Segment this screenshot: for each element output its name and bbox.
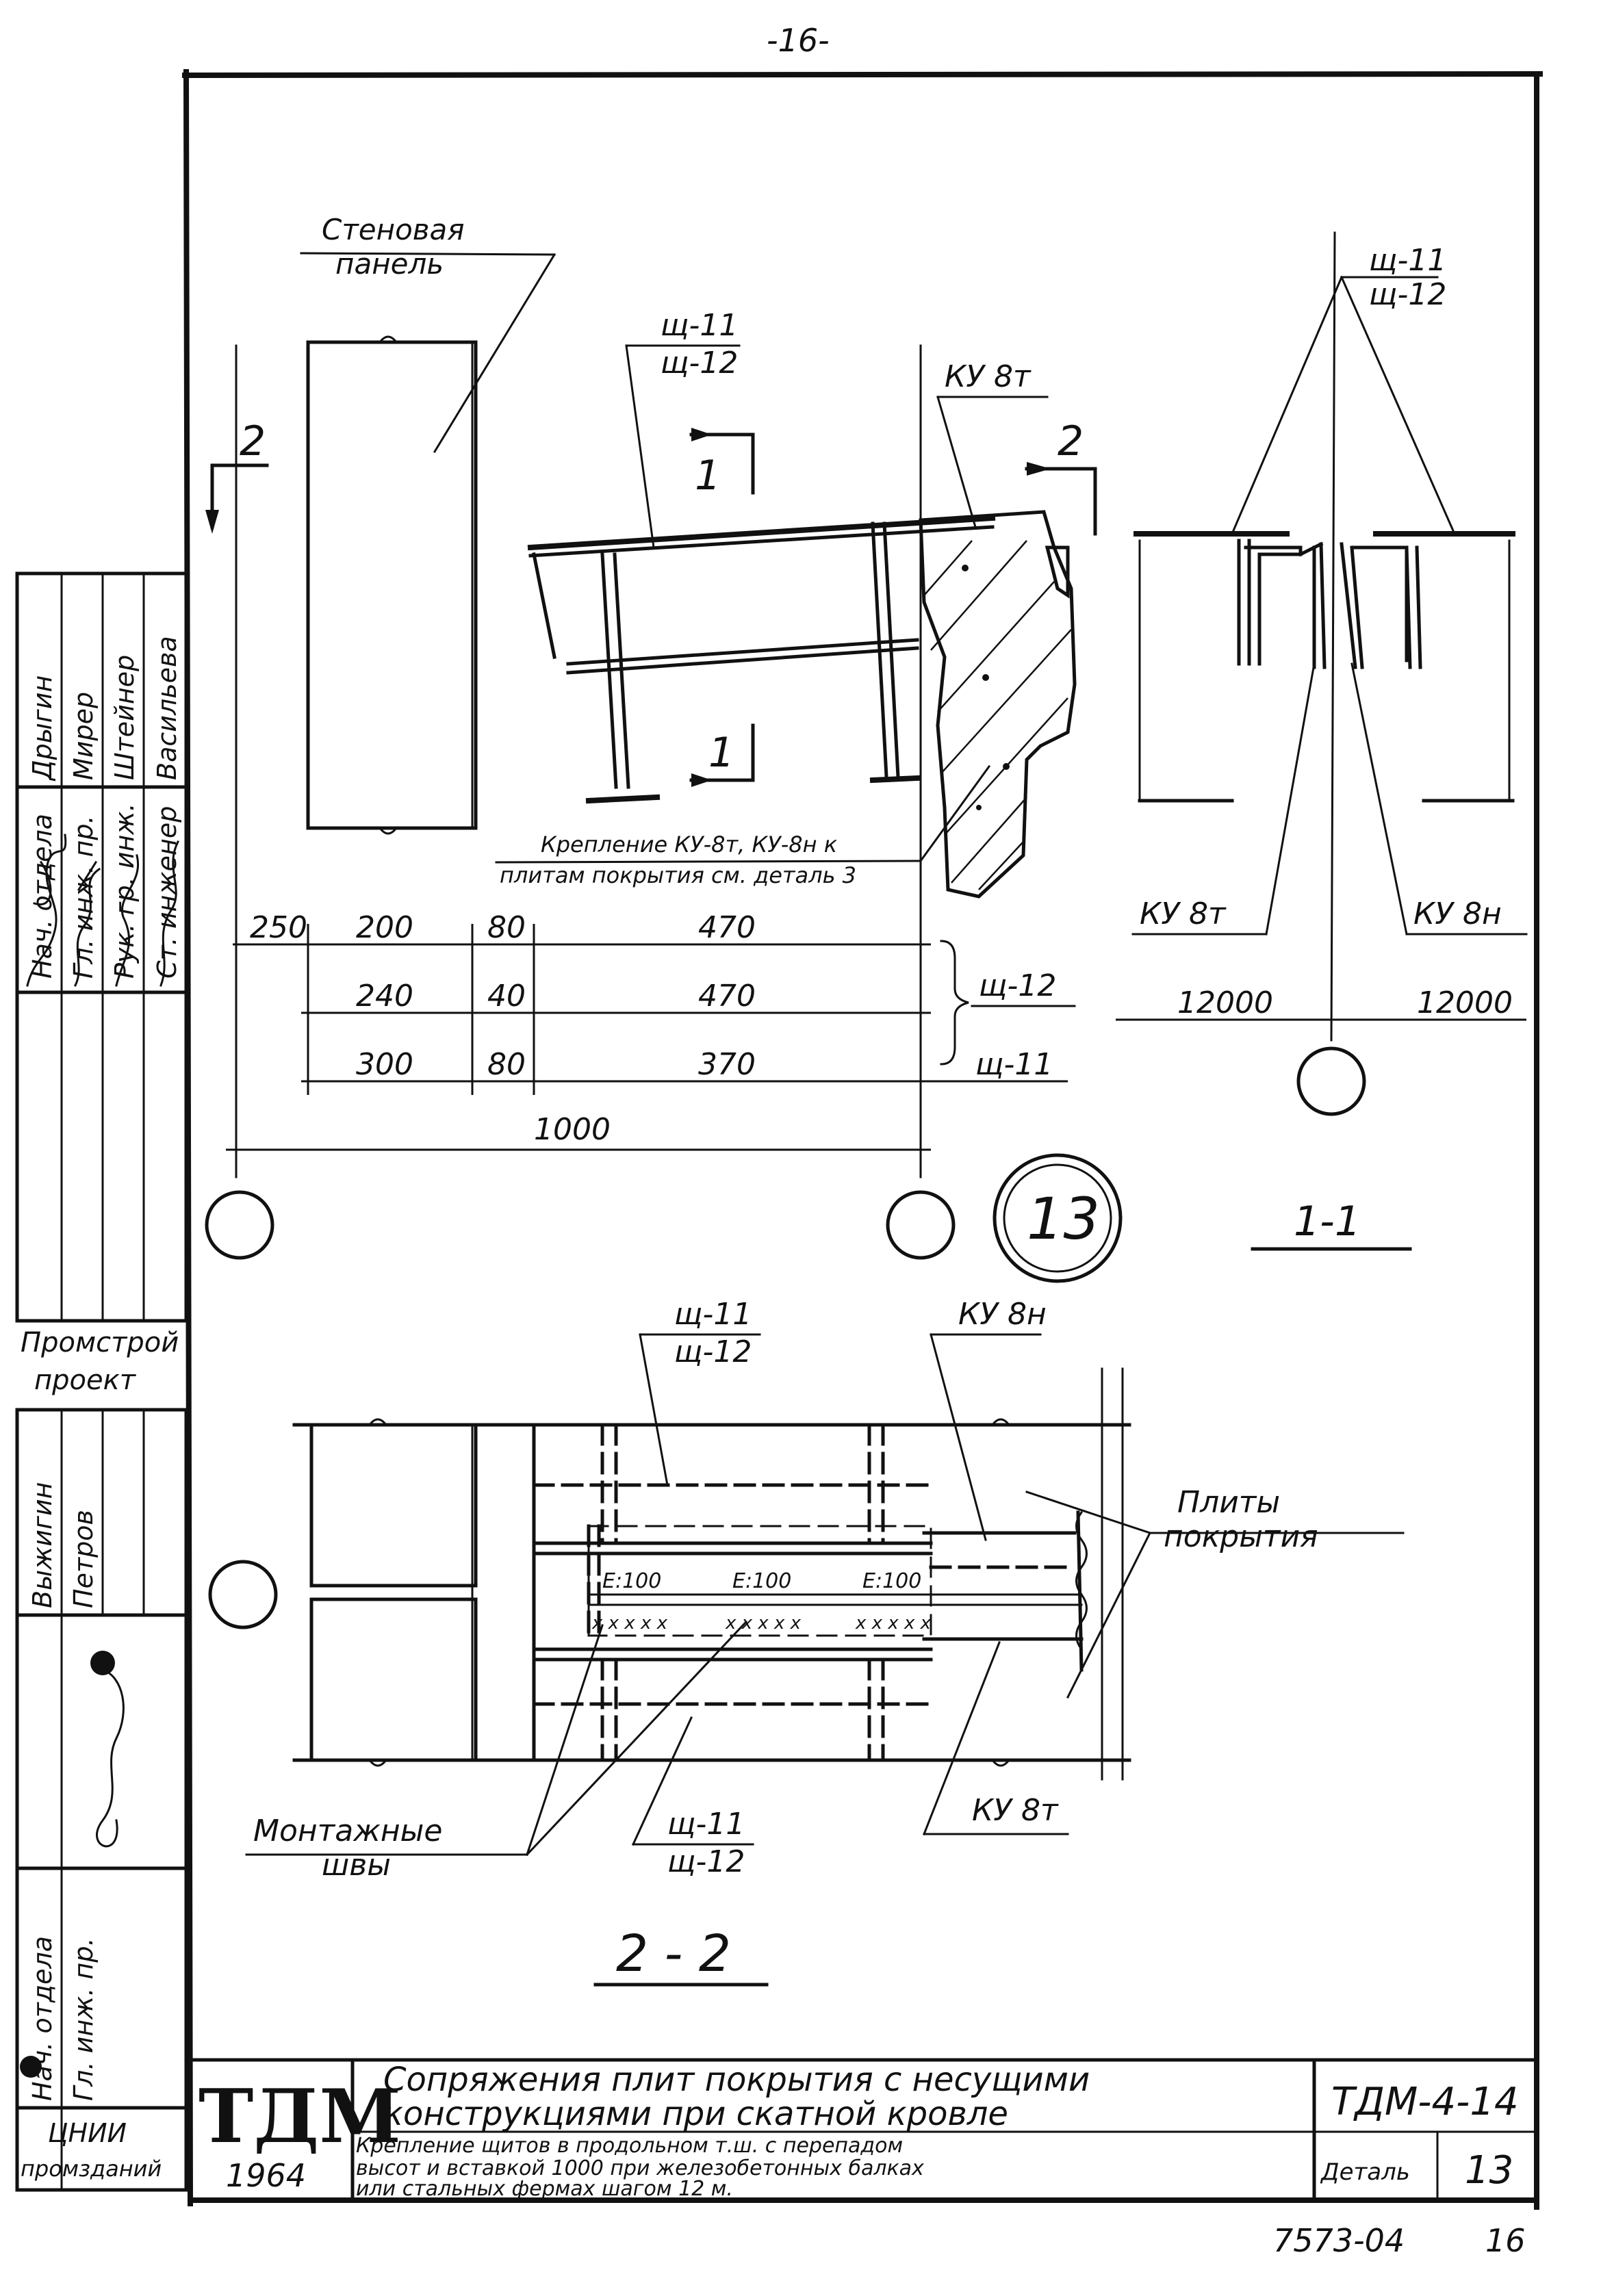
span-right: 12000 (1417, 985, 1513, 1020)
dim-1000: 1000 (534, 1112, 611, 1147)
row-tag-shch11: щ-11 (975, 1047, 1053, 1082)
slabs-label-2: покрытия (1164, 1519, 1318, 1554)
side-stamp: Нач. отдела Гл. инж. пр. Рук. гр. инж. С… (15, 571, 188, 2192)
role-3: Рук. гр. инж. (110, 803, 140, 979)
svg-text:x x x x x: x x x x x (591, 1613, 668, 1634)
name-4: Васильева (152, 636, 182, 780)
org-2: проект (34, 1365, 137, 1396)
org-1: Промстрой (21, 1327, 179, 1358)
plan-2-2: щ-11 щ-12 КУ 8н Е (208, 1297, 1405, 1987)
detail-label: Деталь (1320, 2158, 1410, 2186)
detail-number-marker: 13 (992, 1153, 1123, 1283)
axis-circle-plan (208, 1560, 278, 1629)
role-1: Нач. отдела (27, 814, 57, 979)
institute-1: ЦНИИ (48, 2118, 127, 2148)
plan-top-label-2: щ-12 (674, 1334, 752, 1369)
role-2: Гл. инж. пр. (68, 815, 99, 979)
section-title-1-1: 1-1 (1294, 1198, 1361, 1246)
cut-2-left: 2 (240, 417, 266, 465)
weld-mark-3: Е:100 (862, 1569, 921, 1593)
right-ku8n: КУ 8н (1413, 897, 1502, 931)
plan-bottom-label-2: щ-12 (667, 1844, 745, 1879)
name-3: Штейнер (110, 655, 140, 780)
roof-shield-section (527, 515, 996, 804)
cut-1-top: 1 (695, 452, 721, 500)
slabs-label-1: Плиты (1177, 1485, 1280, 1520)
dim-250: 250 (250, 910, 307, 945)
concrete-beam-hatched (919, 510, 1077, 899)
cut-1-bottom: 1 (708, 729, 734, 777)
dim-240: 240 (356, 979, 413, 1014)
archive-no: 7573-04 (1273, 2222, 1405, 2259)
fastening-note-1: Крепление КУ-8т, КУ-8н к (541, 831, 838, 857)
wall-panel-label-2: панель (335, 247, 444, 281)
title-line-1: Сопряжения плит покрытия с несущими (383, 2061, 1090, 2099)
weld-mark-1: Е:100 (602, 1569, 661, 1593)
page-number: -16- (767, 22, 830, 59)
name-1: Дрыгин (27, 675, 57, 782)
weld-seams-label-2: швы (322, 1848, 391, 1883)
plan-ku8t: КУ 8т (972, 1793, 1059, 1828)
detail-no: 13 (1465, 2148, 1513, 2193)
dim-300: 300 (356, 1047, 413, 1082)
section-right: щ-11 щ-12 КУ 8т КУ 8н 12000 12000 (1116, 231, 1528, 1116)
sheet-frame (181, 68, 1544, 2210)
section-title-2-2: 2 - 2 (616, 1924, 731, 1983)
signatures (26, 834, 180, 988)
plan-top-label-1: щ-11 (674, 1297, 752, 1332)
dim-200: 200 (356, 910, 413, 945)
tdm-logo: ТДМ (198, 2074, 401, 2160)
desc-line-3: или стальных фермах шагом 12 м. (356, 2177, 733, 2201)
checked-name-1: Выжигин (27, 1482, 57, 1608)
span-left: 12000 (1177, 985, 1273, 1020)
sheet-no: 16 (1485, 2222, 1526, 2259)
right-shield-label-2: щ-12 (1369, 277, 1446, 312)
shield-label-2: щ-12 (661, 346, 738, 380)
role-4: Ст. инженер (152, 806, 182, 979)
dim-470a: 470 (698, 910, 756, 945)
cut-2-right: 2 (1058, 417, 1084, 465)
dim-40: 40 (487, 979, 526, 1014)
plan-bottom-label-1: щ-11 (667, 1807, 745, 1842)
plan-ku8n: КУ 8н (958, 1297, 1047, 1332)
fastening-note-2: плитам покрытия см. деталь 3 (500, 862, 856, 888)
dim-80a: 80 (487, 910, 526, 945)
axis-circle-mid (886, 1190, 956, 1260)
wall-panel-label-1: Стеновая (322, 213, 465, 246)
checked-role-2: Гл. инж. пр. (68, 1937, 99, 2101)
section-1-1: Стеновая панель 2 2 1 1 (205, 213, 1097, 1260)
institute-2: промзданий (21, 2156, 162, 2182)
dim-80b: 80 (487, 1047, 526, 1082)
signature-checked (96, 1668, 125, 1848)
svg-text:x x x x x: x x x x x (855, 1613, 932, 1634)
weld-seams-label-1: Монтажные (253, 1814, 442, 1848)
detail-number: 13 (1027, 1185, 1100, 1252)
dim-470b: 470 (698, 979, 756, 1014)
ku8t-label: КУ 8т (945, 359, 1032, 394)
svg-text:x x x x x: x x x x x (725, 1613, 802, 1634)
desc-line-1: Крепление щитов в продольном т.ш. с пере… (356, 2134, 903, 2158)
dimensions: 250 200 80 470 240 40 470 300 80 370 100… (226, 910, 1076, 1151)
weld-mark-2: Е:100 (732, 1569, 791, 1593)
year: 1964 (226, 2157, 306, 2194)
title-line-2: конструкциями при скатной кровле (383, 2095, 1008, 2133)
checked-name-2: Петров (68, 1510, 99, 1608)
shield-label-1: щ-11 (661, 308, 738, 343)
right-ku8t: КУ 8т (1140, 897, 1227, 931)
right-shield-label-1: щ-11 (1369, 243, 1446, 278)
name-2: Мирер (68, 692, 99, 780)
row-tag-shch12: щ-12 (979, 968, 1056, 1003)
title-block: ТДМ 1964 Сопряжения плит покрытия с несу… (188, 2058, 1539, 2259)
axis-circle-left (205, 1190, 274, 1260)
doc-code: ТДМ-4-14 (1331, 2080, 1519, 2124)
wall-panel (306, 340, 478, 830)
desc-line-2: высот и вставкой 1000 при железобетонных… (356, 2156, 924, 2180)
axis-circle-right (1296, 1046, 1366, 1116)
dim-370: 370 (698, 1047, 756, 1082)
